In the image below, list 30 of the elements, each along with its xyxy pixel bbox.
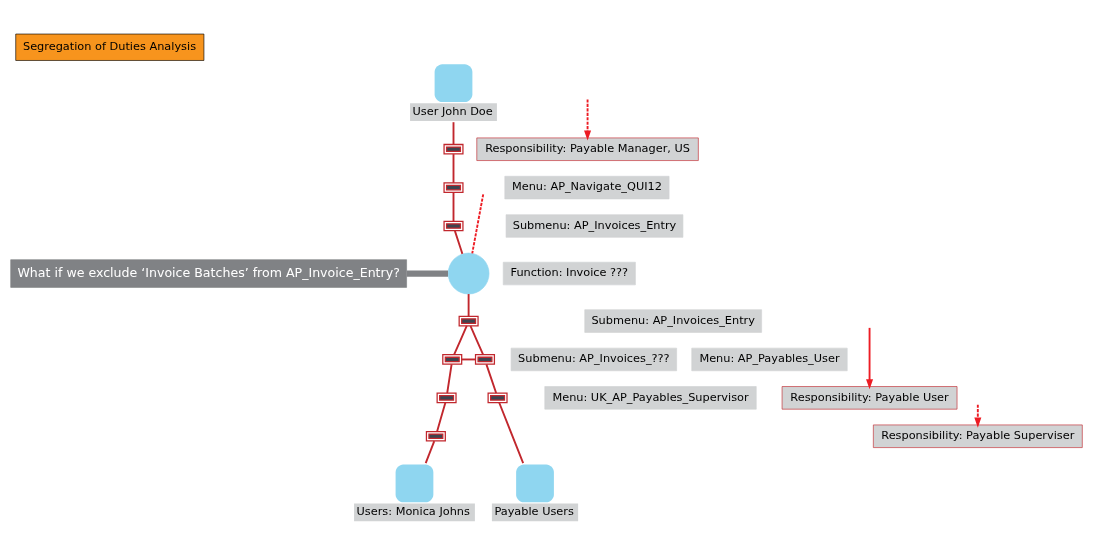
connector	[485, 363, 498, 394]
connector	[467, 293, 470, 318]
connector	[453, 325, 468, 356]
node-box: Responsibility: Payable Manager, US	[476, 137, 699, 161]
node-box: Menu: UK_AP_Payables_Supervisor	[544, 386, 757, 410]
node-box: Function: Invoice ???	[502, 261, 636, 286]
node-box: Responsibility: Payable Superviser	[873, 424, 1083, 448]
connector	[436, 401, 447, 433]
connector	[471, 193, 485, 255]
node-box: Menu: AP_Navigate_QUI12	[504, 175, 670, 200]
connector	[446, 363, 453, 394]
arrow	[584, 98, 592, 141]
node-box: Menu: AP_Payables_User	[691, 347, 848, 372]
connector	[452, 153, 455, 184]
arrow	[974, 403, 982, 428]
connector	[452, 191, 455, 223]
connector	[406, 270, 449, 277]
connector	[452, 121, 455, 146]
node-box: What if we exclude ‘Invoice Batches’ from AP_Invoice_Entry?	[10, 259, 407, 288]
node-person	[447, 252, 490, 295]
node-box: Responsibility: Payable User	[781, 386, 958, 410]
connector	[498, 401, 525, 465]
arrow	[866, 326, 874, 390]
node-box: Submenu: AP_Invoices_???	[510, 347, 677, 372]
node-box: Submenu: AP_Invoices_Entry	[505, 214, 684, 238]
connector	[469, 325, 485, 356]
connector	[424, 440, 436, 465]
node-box: Submenu: AP_Invoices_Entry	[584, 309, 762, 333]
diagram-title: Segregation of Duties Analysis	[22, 39, 197, 54]
connector	[453, 229, 464, 255]
